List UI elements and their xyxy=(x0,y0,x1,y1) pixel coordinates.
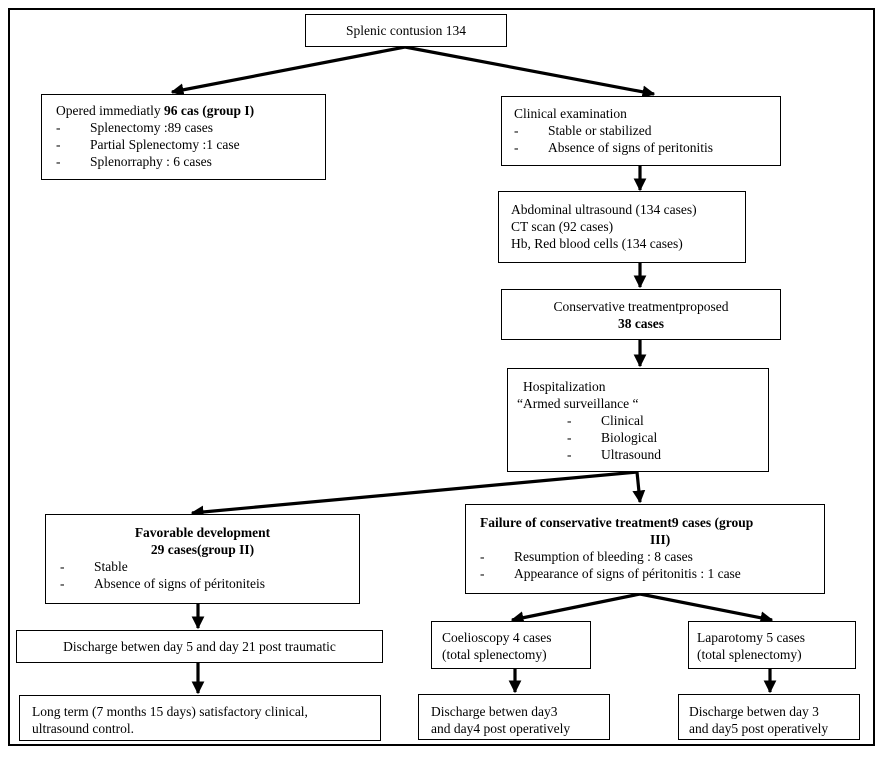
root-title: Splenic contusion 134 xyxy=(346,23,466,38)
imaging-line: Hb, Red blood cells (134 cases) xyxy=(511,236,683,251)
discharge-coelioscopy-box: Discharge betwen day3 and day4 post oper… xyxy=(418,694,610,740)
arrow-hospital-to-failure xyxy=(632,471,646,504)
diagram-frame xyxy=(8,8,875,746)
group1-box: Opered immediatly 96 cas (group I) -Sple… xyxy=(41,94,326,180)
list-item: -Ultrasound xyxy=(567,447,661,462)
discharge-coelioscopy-text: Discharge betwen day3 xyxy=(431,704,558,719)
arrow-failure-to-coelioscopy xyxy=(510,592,641,624)
arrow-failure-to-laparotomy xyxy=(639,592,774,625)
list-item: -Appearance of signs of péritonitis : 1 … xyxy=(480,566,741,581)
laparotomy-title: Laparotomy 5 cases xyxy=(697,630,805,645)
failure-title: Failure of conservative treatment9 cases… xyxy=(480,515,754,530)
failure-title-cont: III) xyxy=(650,532,671,547)
conservative-label: Conservative treatmentproposed xyxy=(553,299,729,314)
discharge-coelioscopy-text: and day4 post operatively xyxy=(431,721,571,736)
laparotomy-sub: (total splenectomy) xyxy=(697,647,802,662)
imaging-box: Abdominal ultrasound (134 cases) CT scan… xyxy=(498,191,746,263)
hospital-box: Hospitalization “Armed surveillance “ -C… xyxy=(507,368,769,472)
group1-title: Opered immediatly 96 cas (group I) xyxy=(56,103,255,118)
arrow-hospital-to-favorable xyxy=(190,470,638,519)
clinical-box: Clinical examination -Stable or stabiliz… xyxy=(501,96,781,166)
laparotomy-box: Laparotomy 5 cases (total splenectomy) xyxy=(688,621,856,669)
list-item: -Absence of signs of peritonitis xyxy=(514,140,713,155)
list-item: -Stable xyxy=(60,559,128,574)
list-item: -Partial Splenectomy :1 case xyxy=(56,137,240,152)
conservative-count: 38 cases xyxy=(617,316,665,331)
imaging-line: Abdominal ultrasound (134 cases) xyxy=(511,202,697,217)
failure-box: Failure of conservative treatment9 cases… xyxy=(465,504,825,594)
discharge-laparotomy-box: Discharge betwen day 3 and day5 post ope… xyxy=(678,694,860,740)
favorable-box: Favorable development 29 cases(group II)… xyxy=(45,514,360,604)
hospital-subtitle: “Armed surveillance “ xyxy=(517,396,639,411)
list-item: -Resumption of bleeding : 8 cases xyxy=(480,549,693,564)
coelioscopy-title: Coelioscopy 4 cases xyxy=(442,630,552,645)
list-item: -Clinical xyxy=(567,413,644,428)
discharge-laparotomy-text: and day5 post operatively xyxy=(689,721,829,736)
longterm-text: Long term (7 months 15 days) satisfactor… xyxy=(32,704,308,719)
list-item: -Stable or stabilized xyxy=(514,123,652,138)
list-item: -Biological xyxy=(567,430,658,445)
list-item: -Absence of signs of péritoniteis xyxy=(60,576,265,591)
list-item: -Splenectomy :89 cases xyxy=(56,120,213,135)
longterm-box: Long term (7 months 15 days) satisfactor… xyxy=(19,695,381,741)
discharge-favorable-text: Discharge betwen day 5 and day 21 post t… xyxy=(63,639,336,654)
arrow-root-to-group1 xyxy=(170,45,406,97)
arrow-root-to-clinical xyxy=(404,45,656,99)
favorable-count: 29 cases(group II) xyxy=(150,542,255,557)
discharge-laparotomy-text: Discharge betwen day 3 xyxy=(689,704,819,719)
hospital-title: Hospitalization xyxy=(523,379,606,394)
clinical-title: Clinical examination xyxy=(514,106,627,121)
discharge-favorable-box: Discharge betwen day 5 and day 21 post t… xyxy=(16,630,383,663)
list-item: -Splenorraphy : 6 cases xyxy=(56,154,212,169)
coelioscopy-box: Coelioscopy 4 cases (total splenectomy) xyxy=(431,621,591,669)
conservative-box: Conservative treatmentproposed 38 cases xyxy=(501,289,781,340)
favorable-title: Favorable development xyxy=(134,525,271,540)
imaging-line: CT scan (92 cases) xyxy=(511,219,614,234)
coelioscopy-sub: (total splenectomy) xyxy=(442,647,547,662)
longterm-text: ultrasound control. xyxy=(32,721,134,736)
root-box: Splenic contusion 134 xyxy=(305,14,507,47)
